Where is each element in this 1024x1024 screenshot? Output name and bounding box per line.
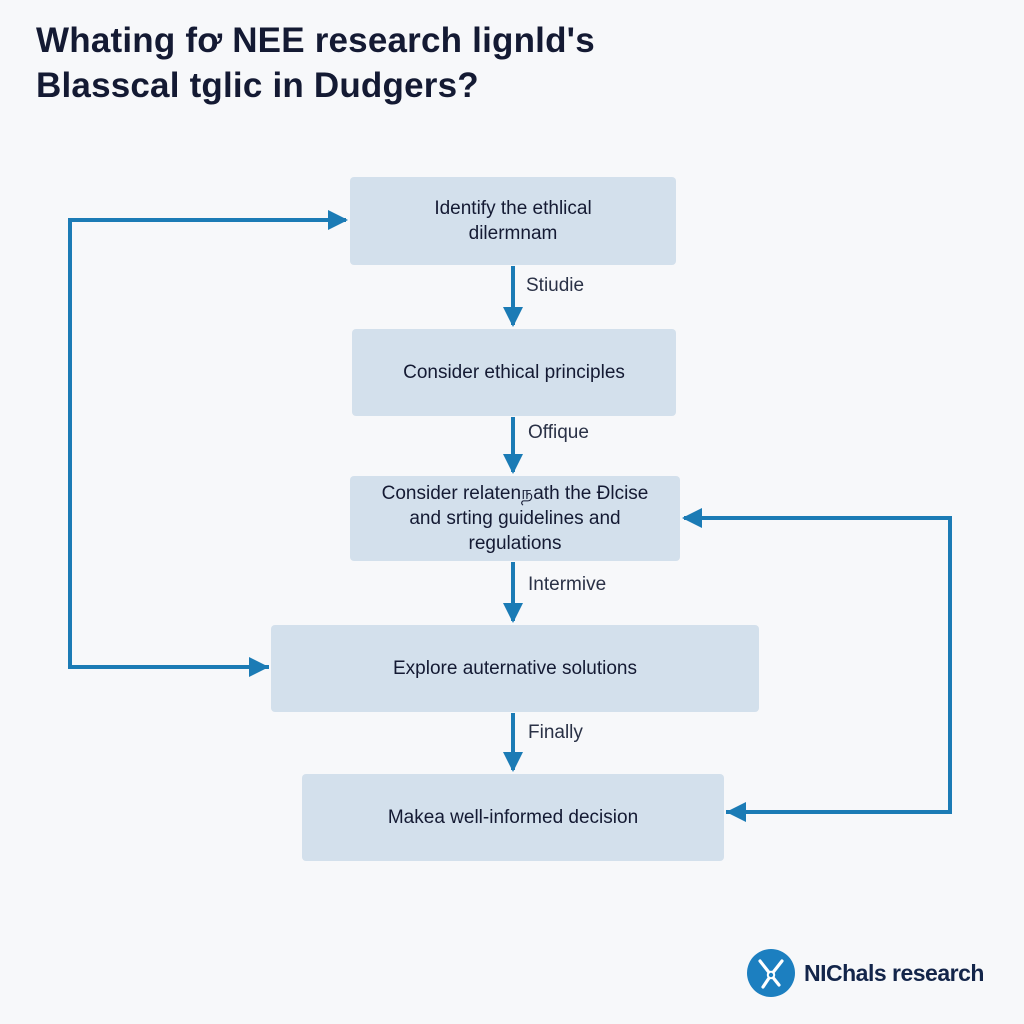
pen-nib-circle-icon <box>747 949 795 997</box>
node-decision: Makea well-informed decision <box>302 774 724 861</box>
node-guidelines-line-1: Consider relatenநath the Đlcise <box>381 483 649 504</box>
node-ethical-principles: Consider ethical principles <box>352 329 676 416</box>
node-decision-line-1: Makea well-informed decision <box>387 807 639 828</box>
brand-logo: NIChals research <box>746 948 984 998</box>
node-guidelines-regulations: Consider relatenநath the Đlcise and srti… <box>350 476 680 561</box>
loop-arrow-to-identify <box>68 210 348 669</box>
node-identify-dilemma: Identify the ethlical dilermnam <box>350 177 676 265</box>
node-guidelines-line-2: and srting guidelines and <box>409 508 621 529</box>
brand-name: NIChals research <box>804 959 984 986</box>
node-identify-dilemma-line-2: dilermnam <box>468 223 558 244</box>
node-ethical-principles-line-1: Consider ethical principles <box>403 362 625 383</box>
node-alternative-solutions: Explore auternative solutions <box>271 625 759 712</box>
edge-label-1: Stiudie <box>526 275 585 296</box>
edge-label-3: Intermive <box>528 574 607 595</box>
node-guidelines-line-3: regulations <box>468 533 562 554</box>
diagram-title: Whating fơ NEE research lignld's Blassca… <box>36 18 595 108</box>
title-line-2: Blasscal tglic in Dudgers? <box>36 66 479 105</box>
node-identify-dilemma-line-1: Identify the ethlical <box>434 198 592 219</box>
node-alternative-solutions-line-1: Explore auternative solutions <box>393 658 637 679</box>
edge-label-2: Offique <box>528 422 589 443</box>
title-line-1: Whating fơ NEE research lignld's <box>36 21 595 60</box>
edge-label-4: Finally <box>528 722 583 743</box>
